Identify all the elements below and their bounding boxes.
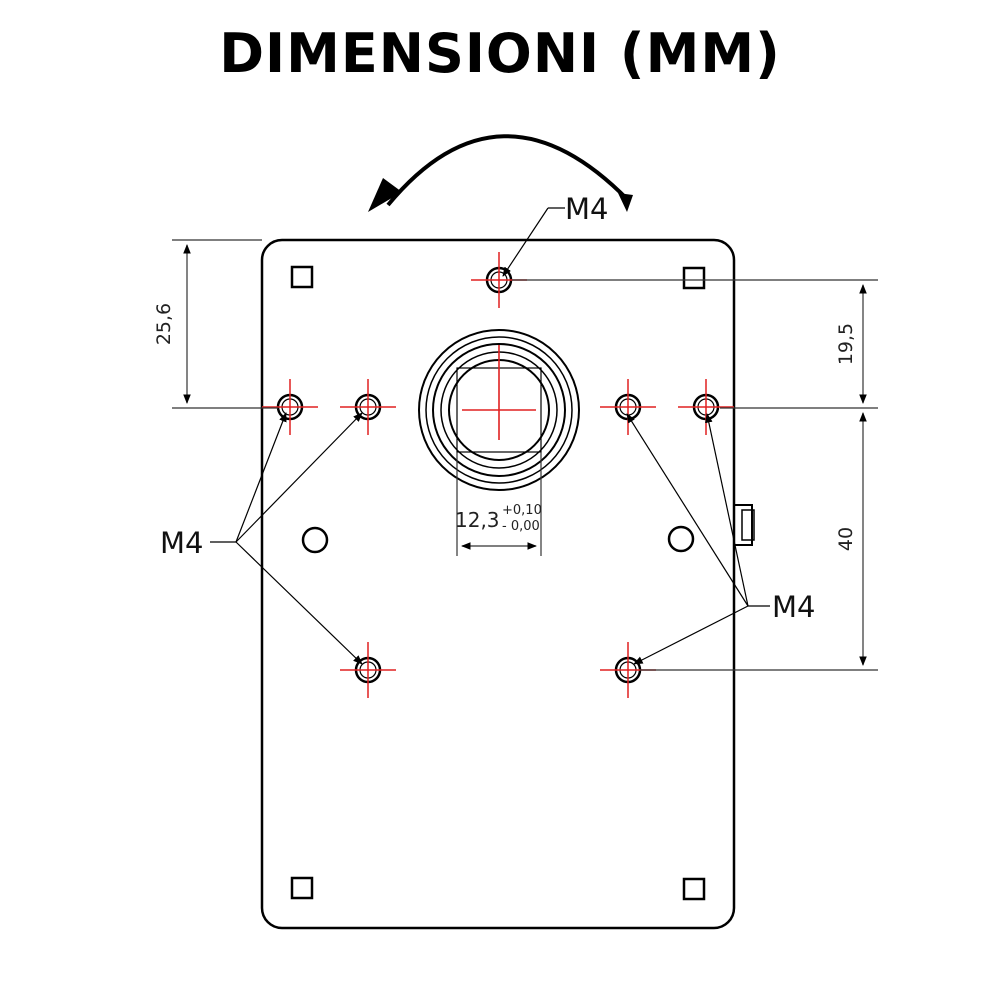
leader-lines-right: [626, 413, 770, 665]
leader-lines-left: [210, 412, 363, 665]
page-title: DIMENSIONI (MM): [219, 22, 781, 85]
label-m4-right: M4: [772, 590, 815, 624]
m4-hole-right-outer: [678, 379, 734, 435]
dimension-label-12-3: 12,3: [455, 508, 500, 532]
dimension-label-19-5: 19,5: [835, 323, 857, 365]
corner-hole: [290, 876, 314, 900]
dimension-25-6: [172, 239, 278, 409]
dimension-label-40: 40: [835, 527, 857, 551]
label-m4-top: M4: [565, 192, 608, 226]
leader-lines-top: [502, 207, 565, 277]
m4-hole-bottom-left: [340, 642, 396, 698]
dimension-19-5: [512, 279, 878, 409]
m4-hole-left-inner: [340, 379, 396, 435]
side-connector: [733, 504, 755, 546]
round-hole: [667, 525, 695, 553]
corner-hole: [682, 877, 706, 901]
round-hole: [301, 526, 329, 554]
dimension-tolerance-plus: +0,10: [502, 503, 542, 518]
corner-hole: [290, 265, 314, 289]
dimension-12-3: [456, 452, 542, 556]
m4-hole-left-outer: [262, 379, 318, 435]
dimension-label-25-6: 25,6: [153, 303, 175, 345]
rotation-arrow-head-right: [618, 193, 633, 212]
dimension-40: [640, 412, 878, 671]
corner-hole: [682, 266, 706, 290]
label-m4-left: M4: [160, 526, 203, 560]
shaft-center-mark: [462, 345, 536, 440]
dimension-tolerance-minus: - 0,00: [502, 519, 540, 534]
rotation-arrow: [386, 134, 630, 207]
m4-hole-right-inner: [600, 379, 656, 435]
rotation-arrow-head-left: [368, 178, 402, 212]
